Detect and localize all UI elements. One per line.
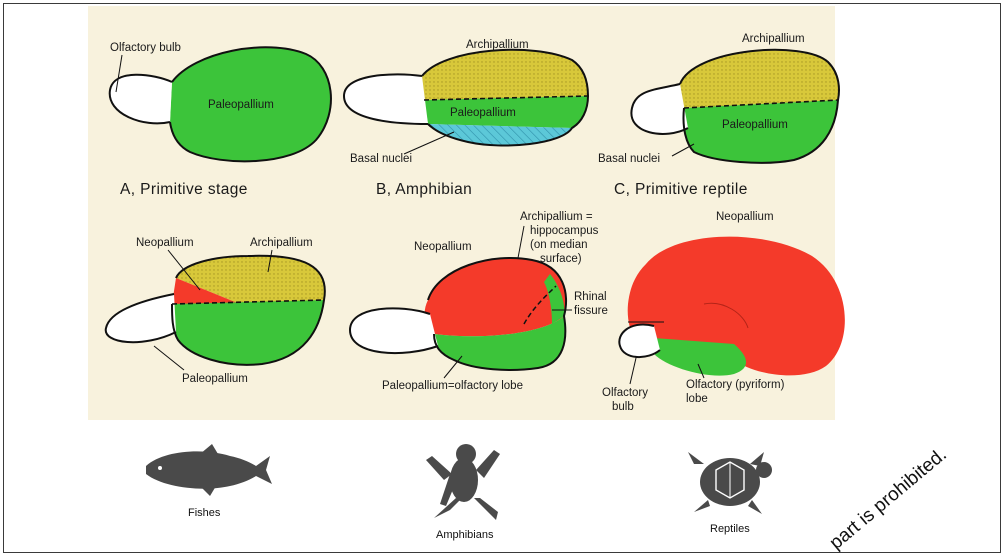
figure-frame: Olfactory bulb Paleopallium A, Primitive… xyxy=(3,3,1001,553)
panel-f-bulb-leader xyxy=(630,358,636,384)
fish-label: Fishes xyxy=(188,507,221,519)
panel-e-rhinal-label-1: Rhinal xyxy=(574,291,607,303)
panel-f-pyriform-label-1: Olfactory (pyriform) xyxy=(686,379,785,391)
panel-b-olfactory-bulb-outline xyxy=(344,74,428,124)
panel-c-archipallium-texture xyxy=(680,50,839,108)
panel-c-paleopallium-label: Paleopallium xyxy=(722,119,788,131)
panel-a-caption: A, Primitive stage xyxy=(120,181,248,198)
panel-a-olfactory-bulb-outline xyxy=(110,75,172,124)
reptile-label: Reptiles xyxy=(710,523,750,535)
panel-d-paleopallium-region xyxy=(172,300,324,365)
panel-f-brain: Neopallium Olfactory bulb Olfactory (pyr… xyxy=(602,211,845,413)
panel-f-neopallium-label: Neopallium xyxy=(716,211,774,223)
panel-d-olfactory-bulb-outline xyxy=(106,294,176,342)
panel-d-neopallium-label: Neopallium xyxy=(136,237,194,249)
panel-e-archipallium-label-2: hippocampus xyxy=(530,225,599,237)
panel-c-olfactory-bulb-outline xyxy=(631,84,688,134)
panel-e-archipallium-label-1: Archipallium = xyxy=(520,211,593,223)
panel-a-olfactory-bulb-label: Olfactory bulb xyxy=(110,42,181,54)
panel-e-olfactory-bulb-outline xyxy=(350,308,438,353)
panel-a-primitive-stage: Olfactory bulb Paleopallium A, Primitive… xyxy=(110,42,331,198)
panel-e-brain: Neopallium Archipallium = hippocampus (o… xyxy=(350,211,608,392)
panel-f-bulb-label-1: Olfactory xyxy=(602,387,648,399)
panel-d-archipallium-label: Archipallium xyxy=(250,237,313,249)
panel-f-bulb-label-2: bulb xyxy=(612,401,634,413)
panel-d-paleo-leader xyxy=(154,346,184,370)
panel-b-basal-nuclei-label: Basal nuclei xyxy=(350,153,412,165)
amphibian-label: Amphibians xyxy=(436,529,494,541)
panel-f-pyriform-label-2: lobe xyxy=(686,393,708,405)
panel-f-olfactory-bulb-outline xyxy=(619,325,660,357)
panel-c-archipallium-label: Archipallium xyxy=(742,33,805,45)
frog-icon xyxy=(426,444,500,520)
panel-c-basal-leader xyxy=(672,144,694,156)
watermark-text: part is prohibited. xyxy=(826,444,951,553)
panel-c-primitive-reptile: Archipallium Paleopallium Basal nuclei C… xyxy=(598,33,839,198)
fish-icon xyxy=(146,444,272,496)
panel-e-paleopallium-olfactory-label: Paleopallium=olfactory lobe xyxy=(382,380,523,392)
panel-e-archi-leader xyxy=(518,226,524,258)
panel-e-rhinal-label-2: fissure xyxy=(574,305,608,317)
panel-d-paleopallium-label: Paleopallium xyxy=(182,373,248,385)
panel-e-archipallium-label-3: (on median xyxy=(530,239,588,251)
panel-b-archipallium-label: Archipallium xyxy=(466,39,529,51)
brain-diagram: Olfactory bulb Paleopallium A, Primitive… xyxy=(4,4,1001,553)
panel-b-amphibian: Archipallium Paleopallium Basal nuclei B… xyxy=(344,39,588,198)
panel-c-basal-nuclei-label: Basal nuclei xyxy=(598,153,660,165)
panel-e-neopallium-label: Neopallium xyxy=(414,241,472,253)
panel-c-caption: C, Primitive reptile xyxy=(614,181,748,198)
panel-d-brain: Neopallium Archipallium Paleopallium xyxy=(106,237,325,385)
panel-b-caption: B, Amphibian xyxy=(376,181,472,198)
panel-e-archipallium-label-4: surface) xyxy=(540,253,582,265)
turtle-icon xyxy=(688,452,772,514)
panel-c-paleopallium-region xyxy=(683,100,838,163)
panel-b-basal-leader xyxy=(404,132,454,154)
panel-a-paleopallium-label: Paleopallium xyxy=(208,99,274,111)
panel-b-paleopallium-label: Paleopallium xyxy=(450,107,516,119)
